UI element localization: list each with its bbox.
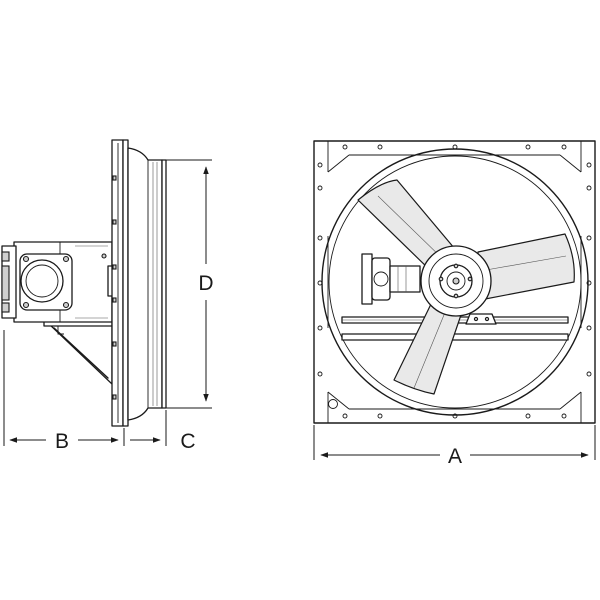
venturi-outer-ring — [321, 148, 589, 416]
dimension-a-label: A — [448, 445, 462, 468]
dimension-b-label: B — [55, 430, 69, 453]
motor — [1, 241, 117, 323]
dimension-c: C — [130, 410, 196, 453]
front-motor — [361, 253, 421, 305]
hub-clamp — [465, 313, 497, 325]
fan-housing — [127, 147, 167, 421]
dimension-b: B — [3, 330, 125, 453]
junction-box — [19, 253, 73, 311]
mounting-flange — [111, 139, 129, 427]
front-panel — [313, 140, 596, 424]
fan-blades — [357, 179, 575, 395]
side-view — [1, 139, 167, 427]
fan-hub — [420, 245, 492, 317]
dimension-d: D — [166, 159, 214, 409]
venturi-inner-ring — [328, 155, 582, 409]
front-view — [313, 140, 596, 424]
dimension-a: A — [313, 425, 596, 468]
mounting-holes — [317, 144, 592, 419]
dimension-d-label: D — [198, 272, 213, 295]
motor-support-rails — [341, 316, 569, 341]
dimension-c-label: C — [180, 430, 195, 453]
